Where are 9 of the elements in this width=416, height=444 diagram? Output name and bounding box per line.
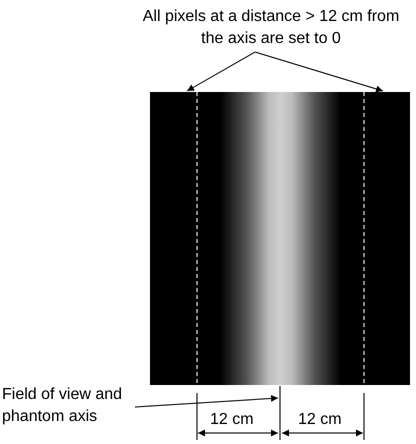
- dimension-label: 12 cm: [210, 410, 254, 430]
- leader-arrow: [254, 52, 384, 92]
- callout-text: All pixels at a distance > 12 cm from the axis are set to 0: [140, 6, 402, 50]
- dark-region: [364, 92, 410, 385]
- callout-text: Field of view and phantom axis: [2, 384, 152, 428]
- dark-region: [150, 92, 197, 385]
- leader-arrow: [134, 394, 278, 408]
- leader-arrow: [186, 52, 256, 92]
- dimension-label: 12 cm: [298, 410, 342, 430]
